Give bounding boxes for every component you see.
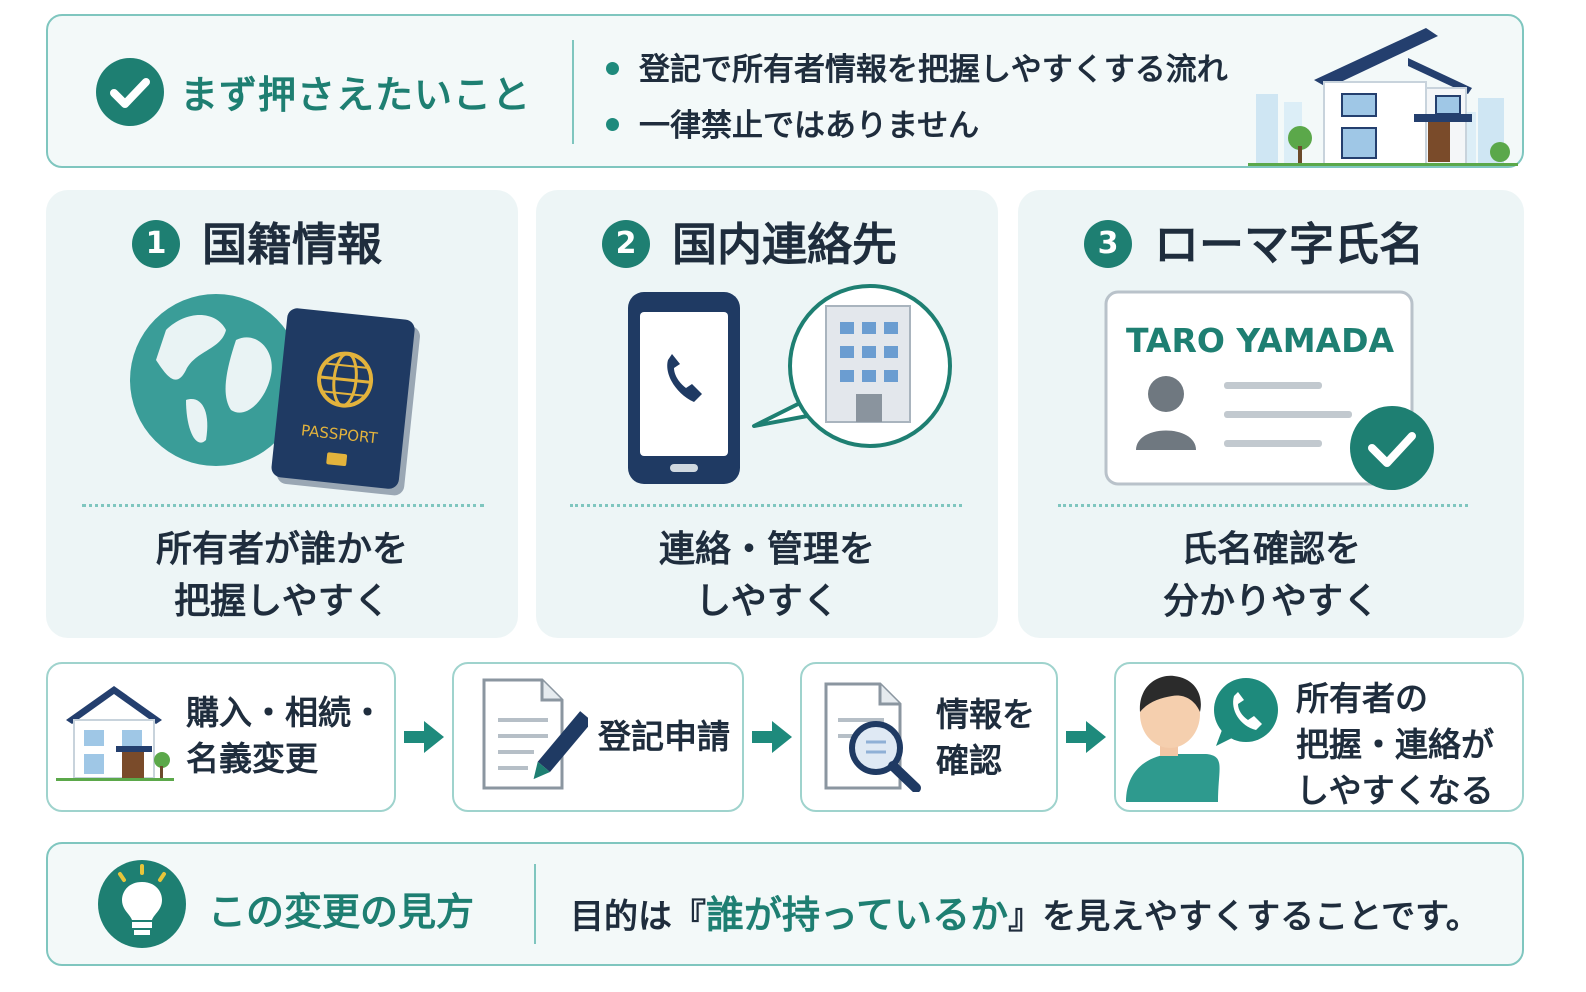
arrow-right-icon <box>404 721 444 753</box>
id-card-illustration: TARO YAMADA <box>1104 290 1434 490</box>
document-search-icon <box>824 682 921 792</box>
lightbulb-icon <box>98 860 186 948</box>
divider <box>572 40 574 144</box>
arrow-right-icon <box>1066 721 1106 753</box>
key-point-item: 一律禁止ではありません <box>606 100 979 145</box>
flow-step-purchase-label: 購入・相続・名義変更 <box>186 693 384 778</box>
key-points-title: まず押さえたいこと <box>180 73 532 117</box>
house-icon <box>56 686 174 781</box>
flow-step-result-label: 所有者の把握・連絡がしやすくなる <box>1296 679 1494 810</box>
flow-step-application-label: 登記申請 <box>598 717 730 756</box>
card-name: TARO YAMADA <box>1126 321 1394 360</box>
globe-passport-illustration: PASSPORT <box>130 294 420 496</box>
divider <box>534 864 536 944</box>
section-nationality-desc: 所有者が誰かを把握しやすく <box>155 529 408 622</box>
section-romaji-desc: 氏名確認を分かりやすく <box>1162 529 1379 622</box>
perspective-banner <box>46 842 1524 966</box>
phone-building-illustration <box>628 284 952 484</box>
dotted-divider <box>82 504 484 507</box>
dotted-divider <box>570 504 962 507</box>
house-illustration <box>1248 28 1518 166</box>
arrow-right-icon <box>752 721 792 753</box>
key-point-item: 登記で所有者情報を把握しやすくする流れ <box>606 44 1228 89</box>
key-points-banner <box>46 14 1524 168</box>
dotted-divider <box>1058 504 1468 507</box>
check-circle-icon <box>96 58 164 126</box>
section-contact-desc: 連絡・管理をしやすく <box>658 529 875 622</box>
person-phone-icon <box>1126 675 1278 802</box>
perspective-message: 目的は『誰が持っているか』を見えやすくすることです。 <box>570 893 1480 937</box>
document-pen-icon <box>482 678 588 790</box>
perspective-title: この変更の見方 <box>208 890 475 934</box>
flow-step-verify-label: 情報を確認 <box>936 695 1035 780</box>
